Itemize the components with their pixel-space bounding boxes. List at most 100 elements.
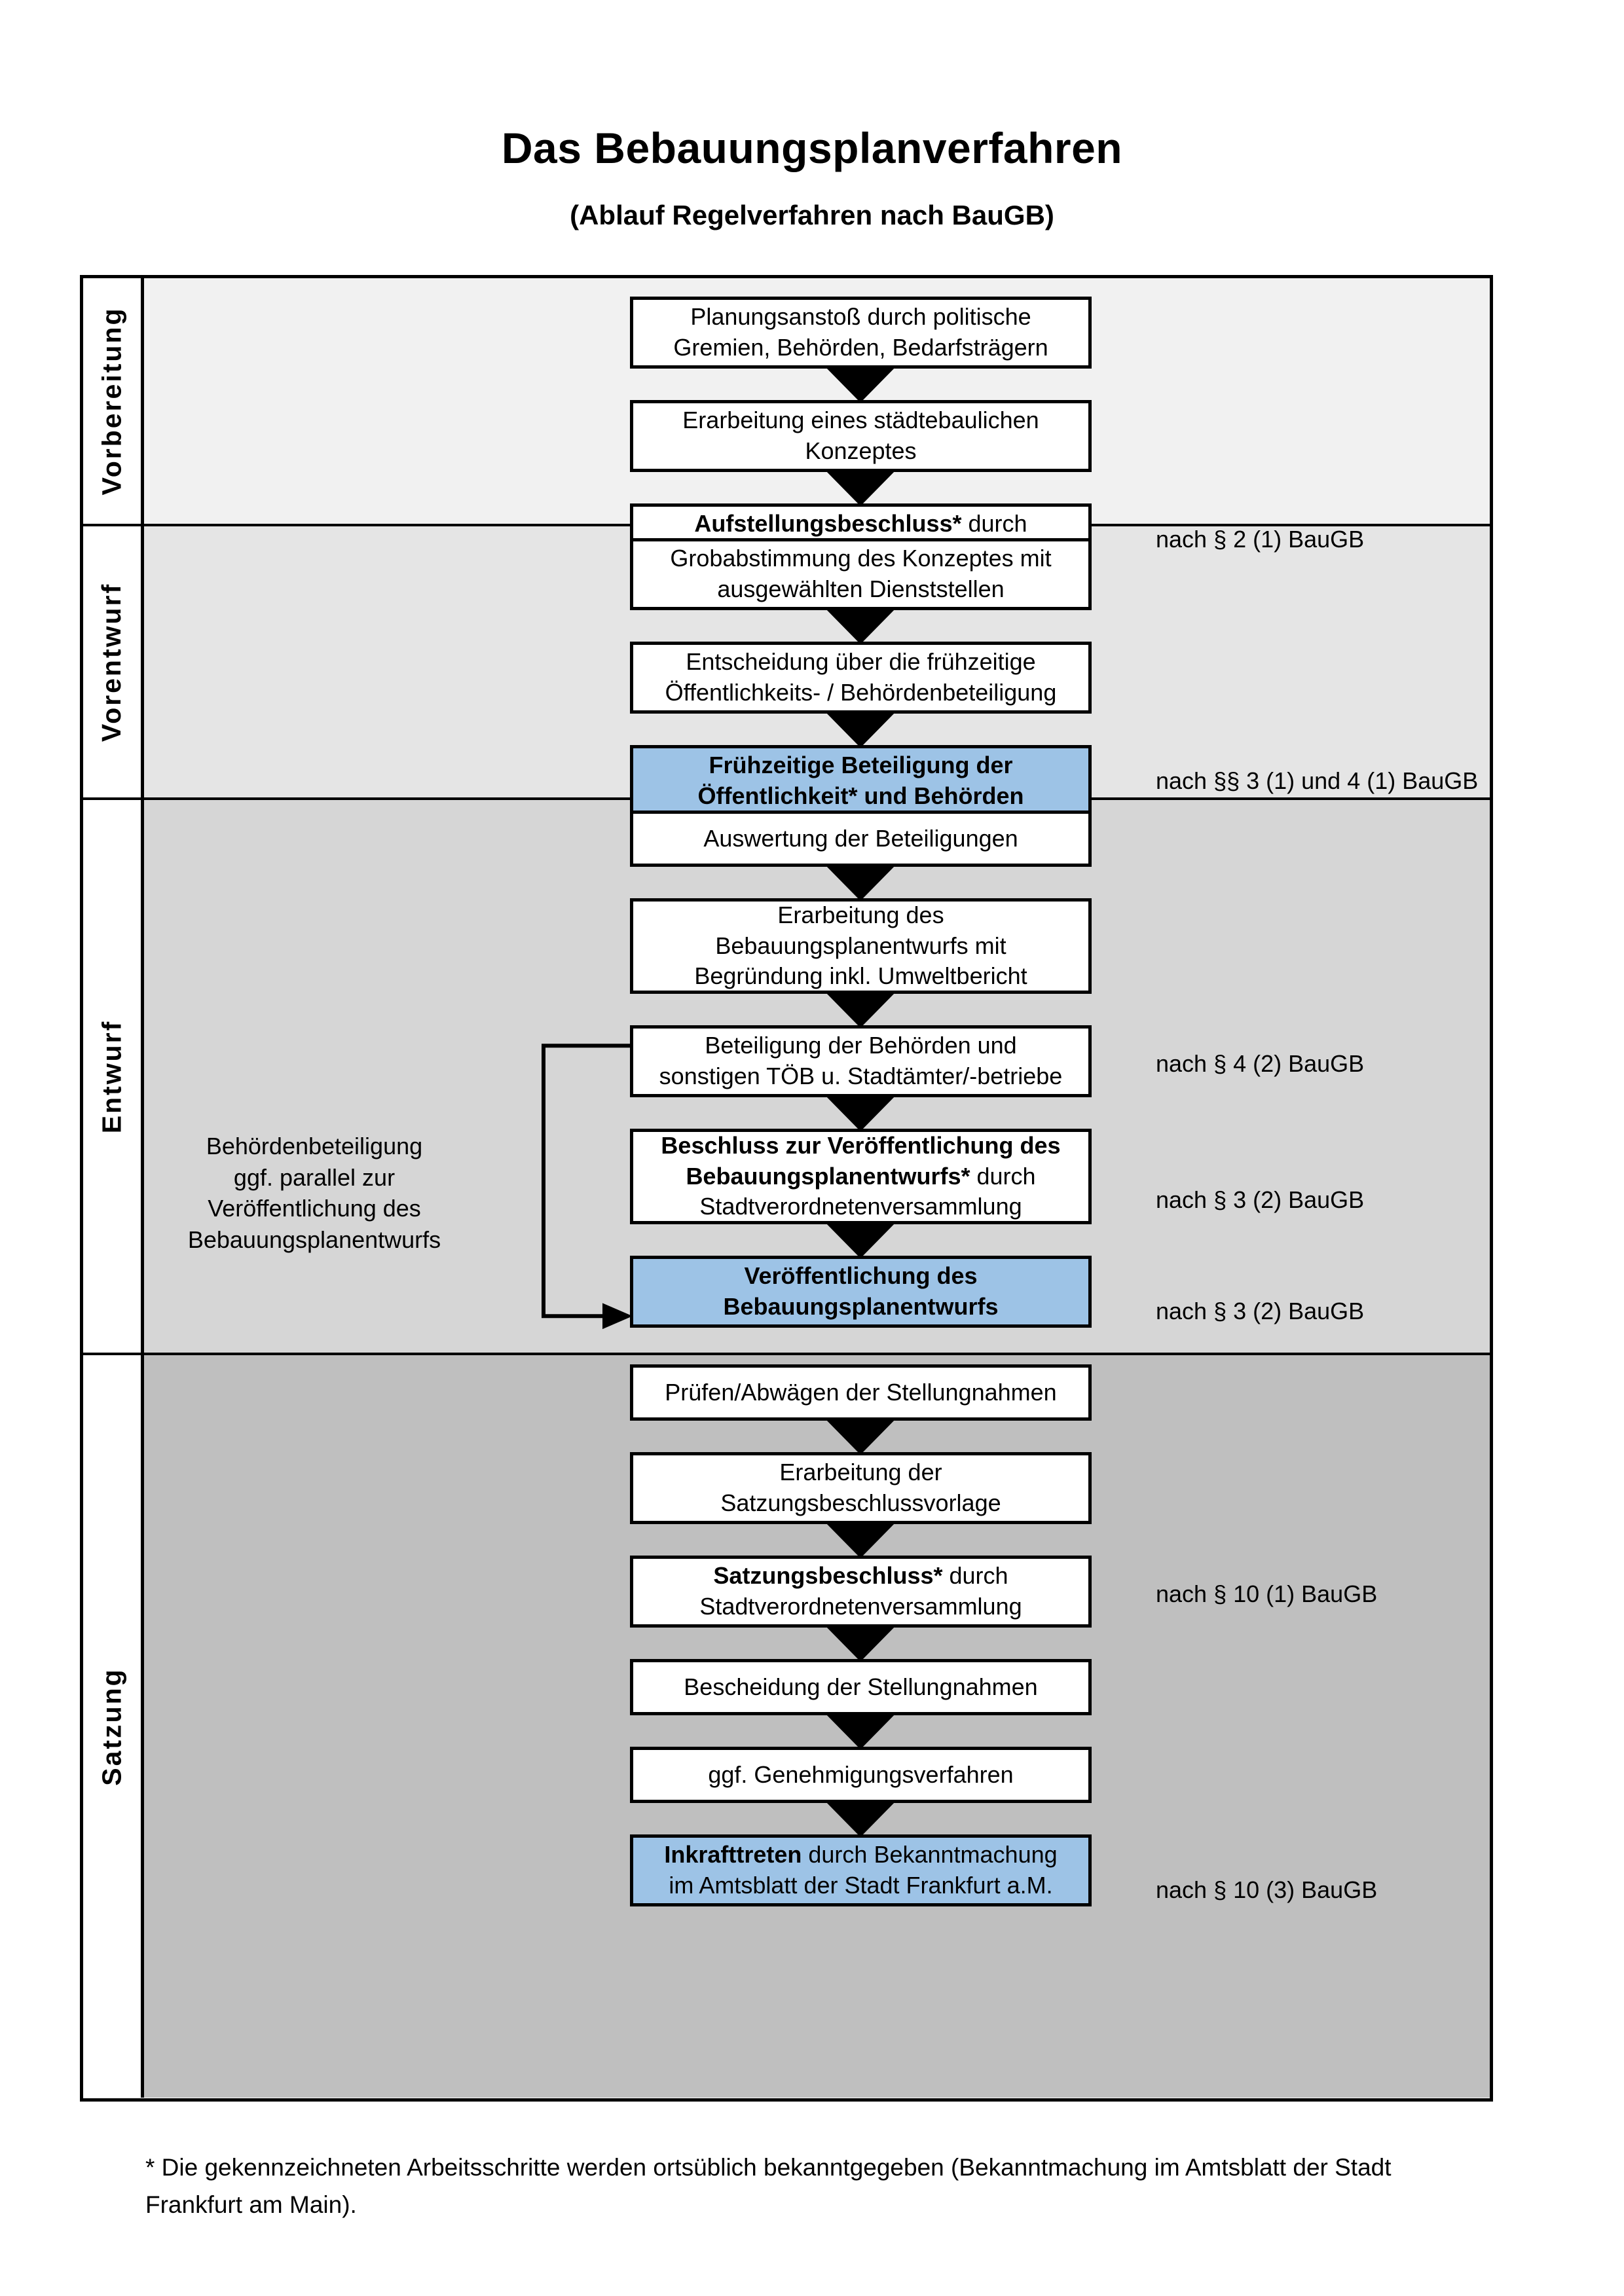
- flow-box-line: ausgewählten Dienststellen: [717, 575, 1005, 602]
- flow-box-auswertung-beteiligungen[interactable]: Auswertung der Beteiligungen: [630, 811, 1092, 867]
- flow-box-satzungsbeschluss[interactable]: Satzungsbeschluss* durch Stadtverordnete…: [630, 1556, 1092, 1628]
- side-note-paragraph: nach §§ 3 (1) und 4 (1) BauGB: [1156, 767, 1479, 794]
- side-note-paragraph: nach § 10 (1) BauGB: [1156, 1580, 1378, 1607]
- flow-box-suffix-text: durch: [942, 1562, 1008, 1590]
- side-note-paragraph: nach § 2 (1) BauGB: [1156, 526, 1365, 553]
- side-note-paragraph: nach § 10 (3) BauGB: [1156, 1876, 1378, 1903]
- arrow-down-icon: [823, 1624, 898, 1662]
- flow-box-line: Öffentlichkeits- / Behördenbeteiligung: [665, 679, 1057, 706]
- flow-box-line: ggf. Genehmigungsverfahren: [708, 1760, 1014, 1788]
- flow-box-pruefen-abwaegen[interactable]: Prüfen/Abwägen der Stellungnahmen: [630, 1364, 1092, 1421]
- flow-box-satzungsbeschlussvorlage[interactable]: Erarbeitung der Satzungsbeschlussvorlage: [630, 1452, 1092, 1524]
- phase-band-vorbereitung: Vorbereitung Planungsanstoß durch politi…: [83, 278, 1490, 575]
- flow-box-line: Beschluss zur Veröffentlichung des: [661, 1131, 1061, 1159]
- flow-box-line: Inkrafttreten durch Bekanntmachung: [664, 1840, 1057, 1870]
- flow-box-line: Bescheidung der Stellungnahmen: [684, 1673, 1038, 1700]
- flow-box-line: Grobabstimmung des Konzeptes mit: [670, 545, 1052, 572]
- phase-label-satzung: Satzung: [83, 1355, 144, 2098]
- arrow-down-icon: [823, 1093, 898, 1131]
- flow-box-line: Satzungsbeschluss* durch: [713, 1561, 1008, 1592]
- flow-box-line: Beteiligung der Behörden und: [705, 1032, 1017, 1059]
- flow-box-line: Bebauungsplanentwurfs* durch: [686, 1161, 1035, 1192]
- phase-body-satzung: Prüfen/Abwägen der Stellungnahmen Erarbe…: [144, 1355, 1490, 2098]
- parallel-note-line: Veröffentlichung des: [208, 1195, 421, 1222]
- flow-box-line: Stadtverordnetenversammlung: [699, 1593, 1022, 1620]
- phase-label-vorbereitung: Vorbereitung: [83, 278, 144, 524]
- side-note-paragraph: nach § 3 (2) BauGB: [1156, 1186, 1365, 1213]
- footnote-text: * Die gekennzeichneten Arbeitsschritte w…: [145, 2154, 1392, 2219]
- flow-box-line: Erarbeitung des: [777, 901, 944, 928]
- arrow-down-icon: [823, 1417, 898, 1455]
- flow-box-suffix-text: durch: [961, 510, 1027, 538]
- flow-box-line: Öffentlichkeit* und Behörden: [697, 782, 1024, 809]
- flow-box-line: Frühzeitige Beteiligung der: [709, 752, 1013, 779]
- flow-box-line: Konzeptes: [805, 437, 917, 464]
- flow-box-line: Erarbeitung der: [779, 1459, 942, 1486]
- flow-box-staedtebauliches-konzept[interactable]: Erarbeitung eines städtebaulichen Konzep…: [630, 400, 1092, 472]
- arrow-down-icon: [823, 1220, 898, 1258]
- flowchart-frame: Vorbereitung Planungsanstoß durch politi…: [80, 275, 1493, 2102]
- flow-box-beteiligung-behoerden-toeb[interactable]: Beteiligung der Behörden und sonstigen T…: [630, 1025, 1092, 1097]
- arrow-down-icon: [823, 468, 898, 506]
- flow-box-line: Begründung inkl. Umweltbericht: [694, 962, 1027, 990]
- phase-label-text: Entwurf: [96, 1019, 127, 1133]
- phase-band-satzung: Satzung Prüfen/Abwägen der Stellungnahme…: [83, 1353, 1490, 2098]
- flow-box-genehmigungsverfahren[interactable]: ggf. Genehmigungsverfahren: [630, 1747, 1092, 1803]
- flow-box-line: Planungsanstoß durch politische: [690, 303, 1031, 331]
- page-subtitle: (Ablauf Regelverfahren nach BauGB): [570, 199, 1054, 230]
- flow-box-grobabstimmung[interactable]: Grobabstimmung des Konzeptes mit ausgewä…: [630, 538, 1092, 610]
- arrow-down-icon: [823, 710, 898, 748]
- flow-box-line: sonstigen TÖB u. Stadtämter/-betriebe: [659, 1063, 1063, 1089]
- flow-box-line: Satzungsbeschlussvorlage: [720, 1489, 1001, 1516]
- arrow-down-icon: [823, 606, 898, 644]
- flow-box-suffix-text: durch: [970, 1162, 1036, 1190]
- flow-box-line: Bebauungsplanentwurfs mit: [715, 932, 1006, 959]
- phase-body-vorbereitung: Planungsanstoß durch politische Gremien,…: [144, 278, 1490, 575]
- flow-box-line: Auswertung der Beteiligungen: [703, 824, 1018, 852]
- flow-box-inkrafttreten[interactable]: Inkrafttreten durch Bekanntmachung im Am…: [630, 1834, 1092, 1906]
- arrow-down-icon: [823, 863, 898, 901]
- flow-box-veroeffentlichung-entwurf[interactable]: Veröffentlichung des Bebauungsplanentwur…: [630, 1256, 1092, 1328]
- flow-box-bold-text: Inkrafttreten: [664, 1841, 802, 1868]
- flow-box-line: Stadtverordnetenversammlung: [699, 1193, 1022, 1220]
- phase-label-vorentwurf: Vorentwurf: [83, 526, 144, 797]
- arrow-down-icon: [823, 1520, 898, 1558]
- flow-box-entscheidung-fruehzeitig[interactable]: Entscheidung über die frühzeitige Öffent…: [630, 642, 1092, 714]
- flow-box-line: im Amtsblatt der Stadt Frankfurt a.M.: [669, 1872, 1053, 1899]
- flow-box-beschluss-veroeffentlichung[interactable]: Beschluss zur Veröffentlichung des Bebau…: [630, 1129, 1092, 1224]
- side-note-paragraph: nach § 3 (2) BauGB: [1156, 1298, 1365, 1324]
- phase-label-text: Vorentwurf: [96, 582, 127, 742]
- flow-box-line: Erarbeitung eines städtebaulichen: [682, 407, 1039, 434]
- flow-box-bold-text: Satzungsbeschluss*: [713, 1562, 943, 1590]
- phase-label-entwurf: Entwurf: [83, 800, 144, 1353]
- page-title: Das Bebauungsplanverfahren: [501, 124, 1123, 172]
- phase-band-entwurf: Entwurf Auswertung der Beteiligungen Era…: [83, 797, 1490, 1353]
- phase-body-entwurf: Auswertung der Beteiligungen Erarbeitung…: [144, 800, 1490, 1353]
- flow-box-fruehzeitige-beteiligung[interactable]: Frühzeitige Beteiligung der Öffentlichke…: [630, 745, 1092, 817]
- flow-box-line: Bebauungsplanentwurfs: [723, 1293, 999, 1320]
- arrow-down-icon: [823, 365, 898, 403]
- flow-box-line: Veröffentlichung des: [744, 1262, 978, 1290]
- flow-box-bescheidung-stellungnahmen[interactable]: Bescheidung der Stellungnahmen: [630, 1659, 1092, 1715]
- phase-band-vorentwurf: Vorentwurf Grobabstimmung des Konzeptes …: [83, 524, 1490, 817]
- parallel-note-line: ggf. parallel zur: [233, 1163, 396, 1191]
- flow-box-line: Entscheidung über die frühzeitige: [686, 648, 1036, 676]
- flow-box-bold-text: Bebauungsplanentwurfs*: [686, 1162, 970, 1190]
- flow-box-line: Prüfen/Abwägen der Stellungnahmen: [665, 1378, 1057, 1406]
- arrow-down-icon: [823, 990, 898, 1028]
- parallel-note-line: Bebauungsplanentwurfs: [187, 1226, 441, 1253]
- flow-box-planungsanstoss[interactable]: Planungsanstoß durch politische Gremien,…: [630, 297, 1092, 369]
- flow-box-line: Gremien, Behörden, Bedarfsträgern: [673, 334, 1048, 361]
- arrow-down-icon: [823, 1799, 898, 1837]
- flow-box-erarbeitung-entwurf[interactable]: Erarbeitung des Bebauungsplanentwurfs mi…: [630, 898, 1092, 994]
- parallel-note-line: Behördenbeteiligung: [206, 1133, 423, 1159]
- arrow-down-icon: [823, 1711, 898, 1749]
- phase-body-vorentwurf: Grobabstimmung des Konzeptes mit ausgewä…: [144, 526, 1490, 817]
- flow-box-line: Aufstellungsbeschluss* durch: [694, 509, 1027, 539]
- phase-label-text: Satzung: [96, 1667, 127, 1786]
- phase-label-text: Vorbereitung: [96, 306, 127, 496]
- parallel-note-paragraph: Behördenbeteiligung ggf. parallel zur Ve…: [164, 1131, 465, 1255]
- flow-box-bold-text: Aufstellungsbeschluss*: [694, 510, 962, 538]
- flow-box-suffix-text: durch Bekanntmachung: [802, 1841, 1058, 1868]
- title-block: Das Bebauungsplanverfahren (Ablauf Regel…: [0, 124, 1624, 231]
